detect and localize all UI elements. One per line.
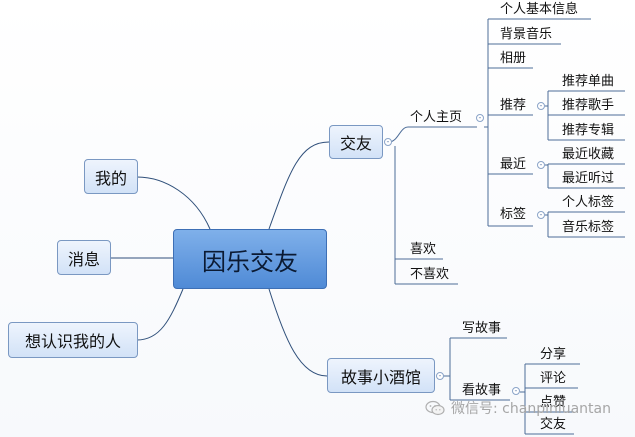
node-basic-info[interactable]: 个人基本信息 [500,2,579,17]
node-my-label: 我的 [94,168,127,188]
node-messages[interactable]: 消息 [57,240,111,275]
node-people-label: 想认识我的人 [24,332,121,351]
watermark-text: 微信号: chanpinluantan [451,401,611,417]
collapse-toggle-tavern[interactable]: - [436,372,444,380]
node-music-tags[interactable]: 音乐标签 [562,220,615,235]
root-label: 因乐交友 [202,247,298,276]
node-write-story[interactable]: 写故事 [462,321,502,336]
node-recommend-single[interactable]: 推荐单曲 [562,74,615,89]
node-recent-favorites[interactable]: 最近收藏 [562,147,615,162]
node-recent-played[interactable]: 最近听过 [562,171,615,186]
collapse-toggle-recent[interactable]: - [537,161,545,169]
node-friends[interactable]: 交友 [329,125,383,159]
collapse-toggle-friends[interactable]: - [384,138,392,146]
node-share[interactable]: 分享 [540,347,567,362]
node-friends-label: 交友 [339,134,372,153]
node-recommend-singer[interactable]: 推荐歌手 [562,98,615,113]
node-story-tavern-label: 故事小酒馆 [340,367,421,387]
wechat-icon [425,400,445,416]
node-home[interactable]: 个人主页 [410,110,463,125]
collapse-toggle-tags[interactable]: - [537,211,545,219]
node-like[interactable]: 喜欢 [410,242,437,257]
collapse-toggle-home[interactable]: - [476,114,484,122]
node-tags[interactable]: 标签 [500,207,527,222]
collapse-toggle-recommend[interactable]: - [537,102,545,110]
node-read-story[interactable]: 看故事 [462,383,502,398]
node-make-friends[interactable]: 交友 [540,417,567,432]
node-messages-label: 消息 [67,249,100,269]
node-bg-music[interactable]: 背景音乐 [500,27,553,42]
node-recent[interactable]: 最近 [500,157,527,172]
node-album[interactable]: 相册 [500,51,527,66]
node-like-story[interactable]: 点赞 [540,395,567,410]
root-node[interactable]: 因乐交友 [173,229,327,289]
node-dislike[interactable]: 不喜欢 [410,267,450,282]
node-people-want-to-know-me[interactable]: 想认识我的人 [8,322,138,358]
node-recommend[interactable]: 推荐 [500,98,527,113]
node-personal-tags[interactable]: 个人标签 [562,195,615,210]
node-comment[interactable]: 评论 [540,371,567,386]
node-my[interactable]: 我的 [84,159,138,194]
watermark: 微信号: chanpinluantan [425,398,611,418]
collapse-toggle-read[interactable]: - [512,387,520,395]
node-recommend-album[interactable]: 推荐专辑 [562,123,615,138]
node-story-tavern[interactable]: 故事小酒馆 [327,358,435,393]
